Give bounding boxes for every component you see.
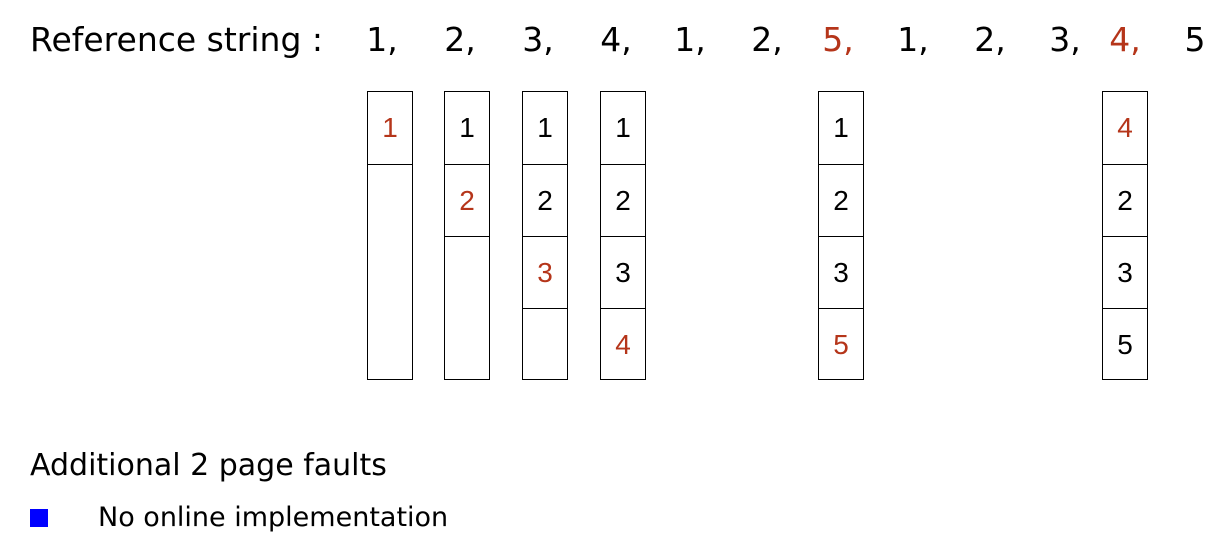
reference-value: 3, <box>1049 20 1081 59</box>
reference-string-label: Reference string : <box>30 20 324 59</box>
frame-cell: 1 <box>833 112 849 143</box>
reference-value: 1, <box>366 20 398 59</box>
frame-cell: 5 <box>1103 308 1147 381</box>
frame-cell: 1 <box>382 112 398 143</box>
reference-value: 2, <box>751 20 783 59</box>
frame-cell: 2 <box>523 164 567 237</box>
frame-cell <box>445 236 489 309</box>
reference-value: 4, <box>600 20 632 59</box>
frame-cell: 1 <box>615 112 631 143</box>
frame-cell: 4 <box>1117 112 1133 143</box>
page-fault-summary: Additional 2 page faults <box>30 448 387 483</box>
reference-value: 5, <box>822 20 854 59</box>
frame-cell: 1 <box>537 112 553 143</box>
frame-cell: 4 <box>601 308 645 381</box>
frame-cell <box>445 308 489 380</box>
frame-cell <box>368 164 412 237</box>
reference-value: 5 <box>1184 20 1206 59</box>
reference-value: 2, <box>974 20 1006 59</box>
frame-cell: 2 <box>819 164 863 237</box>
frame-cell: 1 <box>459 112 475 143</box>
frame-cell <box>523 308 567 381</box>
reference-value: 2, <box>444 20 476 59</box>
reference-value: 4, <box>1109 20 1141 59</box>
frame-cell: 2 <box>1103 164 1147 237</box>
frame-cell: 3 <box>601 236 645 309</box>
frame-cell: 3 <box>523 236 567 309</box>
reference-value: 1, <box>897 20 929 59</box>
frame-cell: 3 <box>1103 236 1147 309</box>
square-bullet-icon <box>30 509 48 527</box>
frame-column: 1 <box>367 91 413 380</box>
frame-cell: 2 <box>445 164 489 237</box>
reference-value: 3, <box>522 20 554 59</box>
bullet-item: No online implementation <box>30 500 448 536</box>
frame-cell <box>368 308 412 380</box>
frame-cell: 3 <box>819 236 863 309</box>
bullet-text: No online implementation <box>98 502 449 533</box>
frame-cell: 2 <box>601 164 645 237</box>
frame-cell <box>368 236 412 308</box>
frame-cell: 5 <box>819 308 863 381</box>
reference-value: 1, <box>674 20 706 59</box>
